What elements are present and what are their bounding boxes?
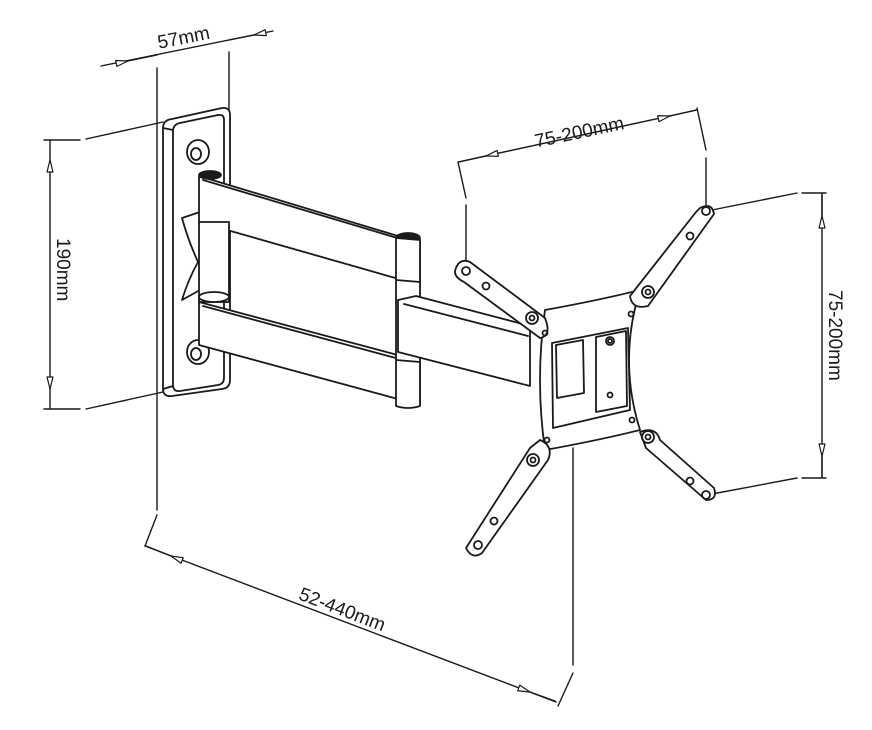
- label-190mm: 190mm: [52, 238, 73, 302]
- dim-extension: [144, 447, 574, 707]
- articulating-arm: [198, 170, 531, 409]
- label-vesa-vertical: 75-200mm: [824, 290, 845, 381]
- vesa-plate: [454, 205, 716, 557]
- dim-vesa-vertical: [711, 192, 827, 495]
- dim-190mm: [43, 121, 164, 410]
- dim-57mm: [100, 29, 274, 511]
- dim-vesa-horizontal: [457, 107, 707, 263]
